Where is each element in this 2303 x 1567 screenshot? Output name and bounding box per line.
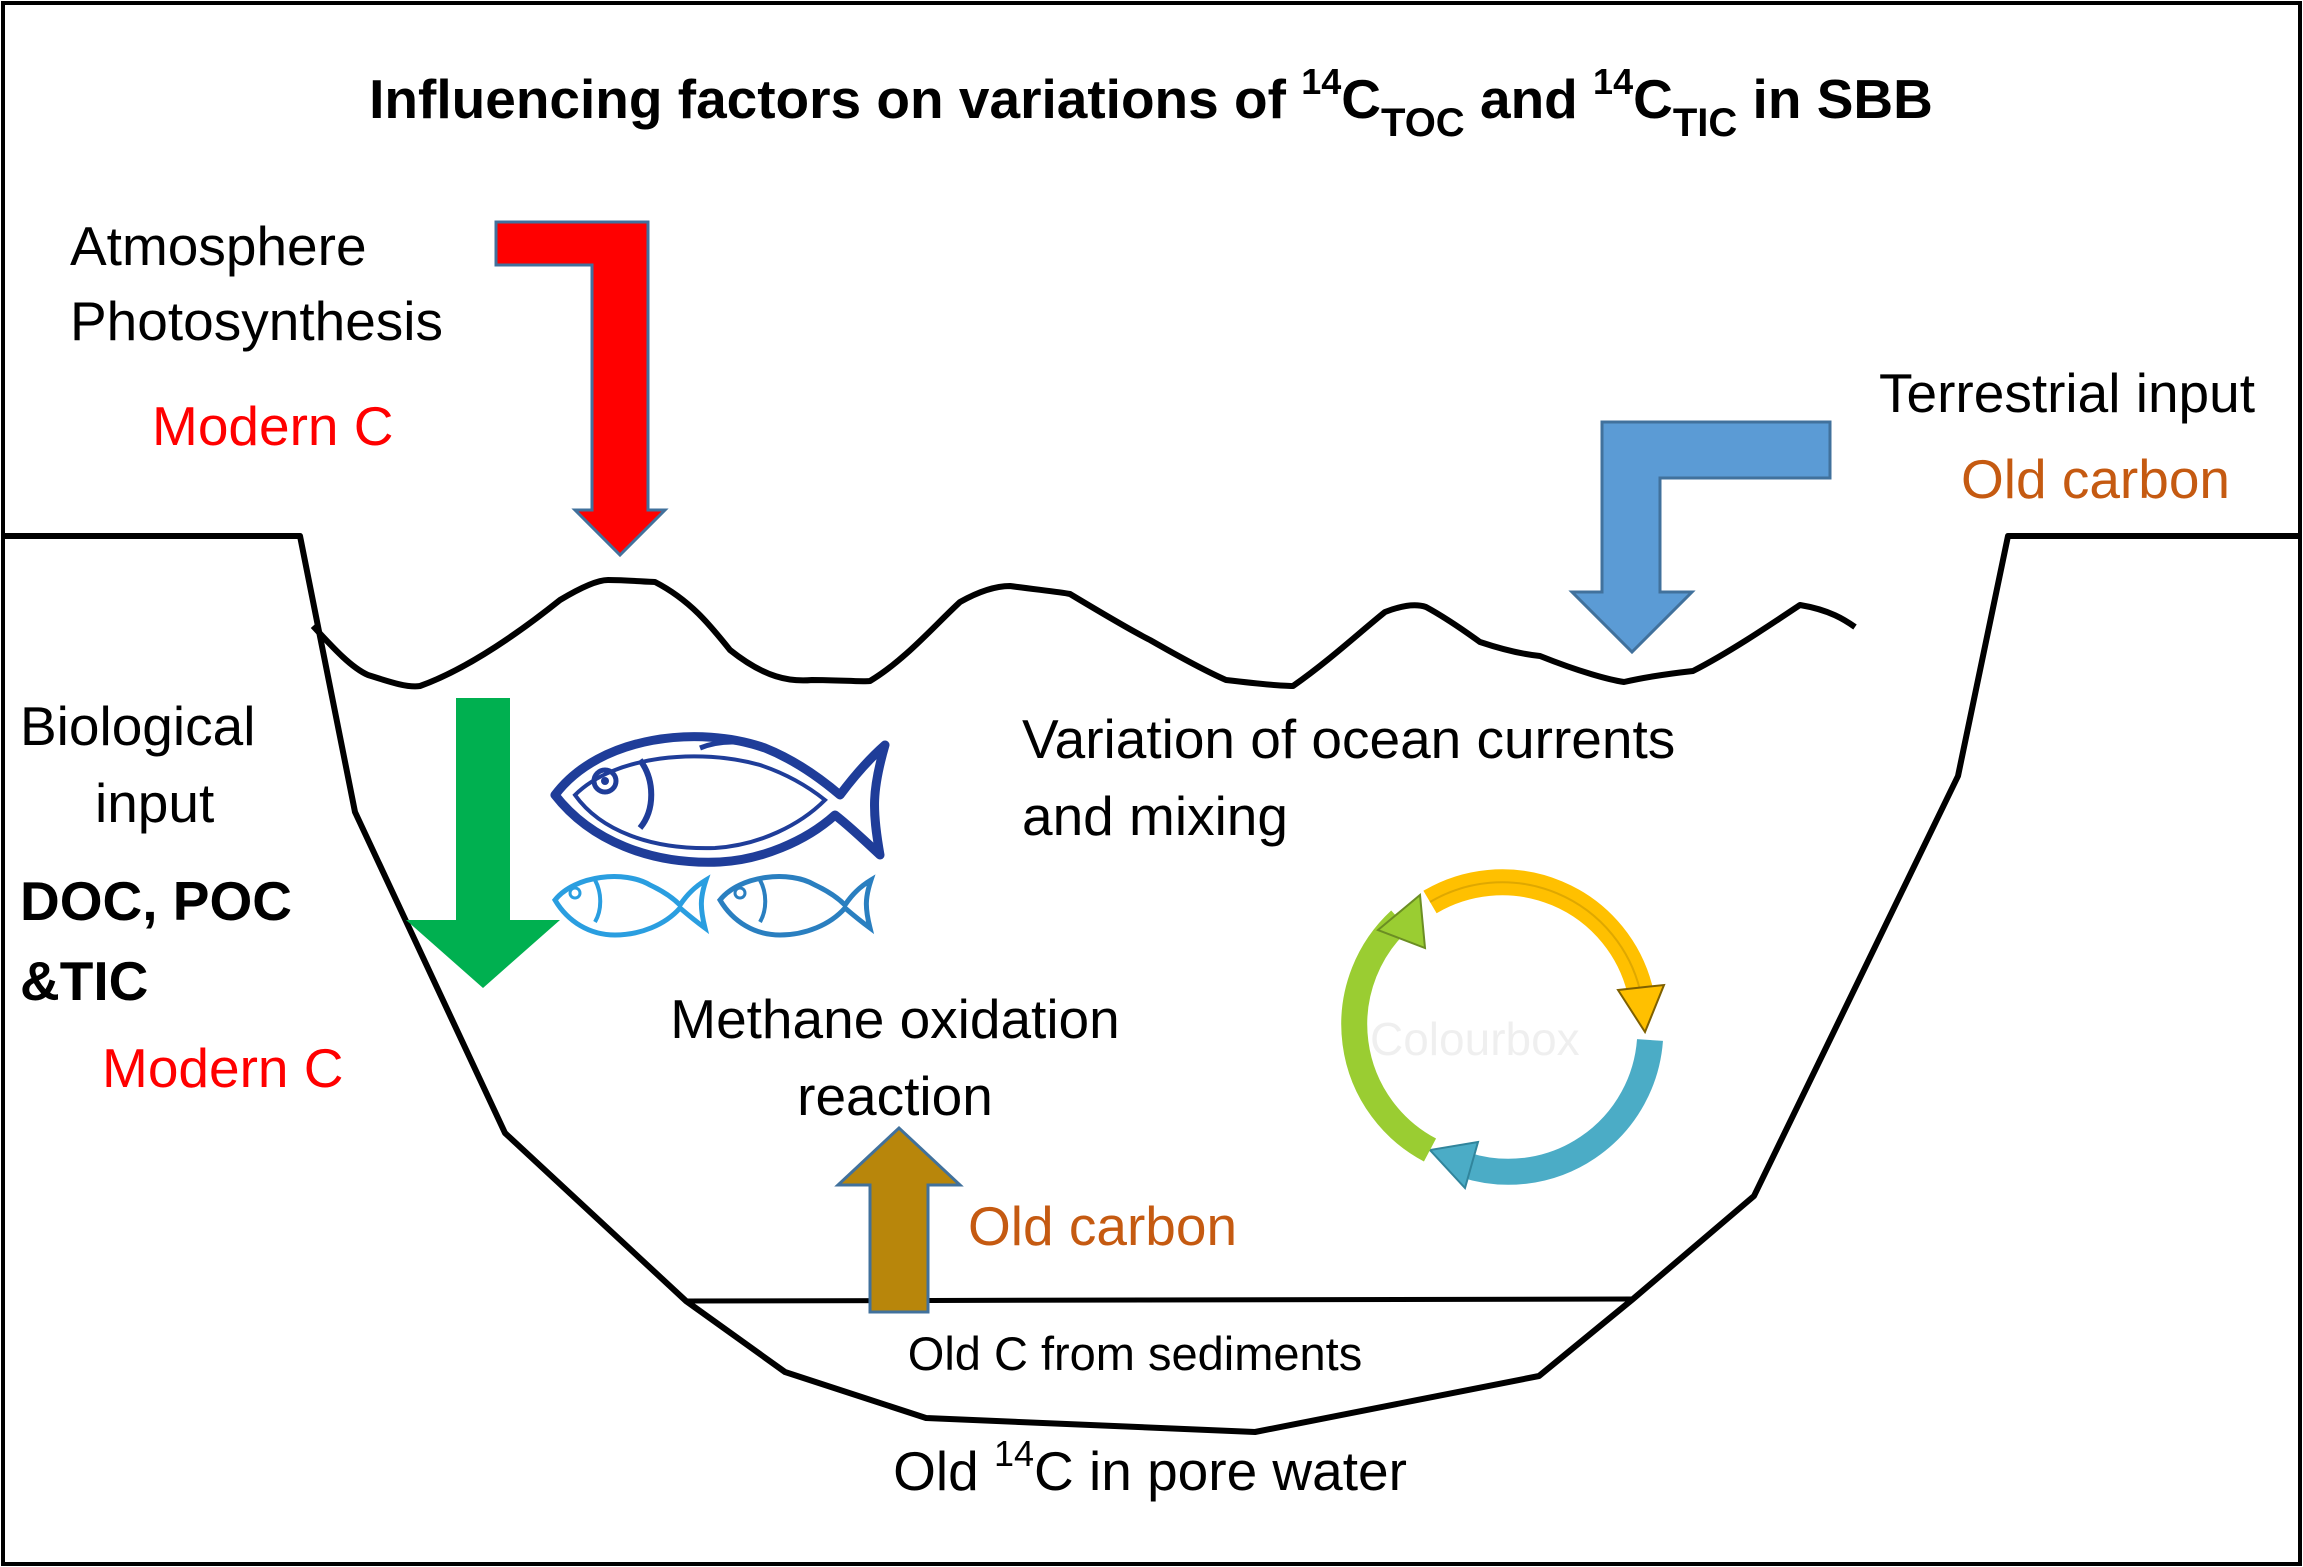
terrestrial-arrow [1568,420,1832,655]
atmosphere-label: Atmosphere [70,215,367,277]
diagram-title: Influencing factors on variations of 14C… [369,61,1933,145]
basin-outline [3,533,2300,1435]
pore-water-label: Old 14C in pore water [893,1433,1407,1502]
water-surface [310,577,1857,690]
doc-poc-label: DOC, POC [20,870,292,932]
mixing-label: and mixing [1022,785,1288,847]
biological-input-label: input [95,772,214,834]
atmosphere-arrow [494,220,669,558]
biological-label: Biological [20,695,255,757]
methane-old-carbon-label: Old carbon [968,1195,1237,1257]
terrestrial-old-carbon-label: Old carbon [1961,448,2230,510]
watermark-text: Colourbox [1370,1013,1580,1065]
biological-modern-c-label: Modern C [102,1037,343,1099]
biological-arrow [406,698,560,988]
ocean-currents-label: Variation of ocean currents [1022,708,1675,770]
atmosphere-modern-c-label: Modern C [152,395,393,457]
photosynthesis-label: Photosynthesis [70,290,443,352]
methane-oxidation-label: Methane oxidation [670,988,1119,1050]
reaction-label: reaction [797,1065,993,1127]
terrestrial-label: Terrestrial input [1879,362,2255,424]
mixing-cycle-icon: Colourbox [1341,869,1666,1190]
tic-label: &TIC [20,950,148,1012]
large-fish-icon [550,732,890,867]
sediment-line [685,1296,1634,1304]
sediments-label: Old C from sediments [908,1327,1362,1380]
small-fish-icon [551,874,711,938]
methane-arrow [834,1125,964,1314]
small-fish-icon [716,874,876,938]
